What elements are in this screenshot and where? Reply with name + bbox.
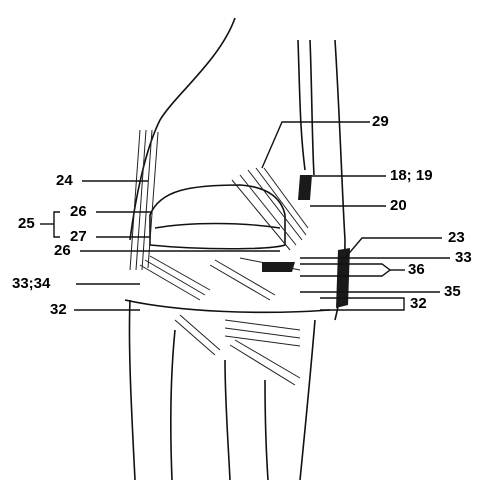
label-24: 24 bbox=[56, 173, 73, 188]
lower-ligament-hatch bbox=[175, 315, 300, 385]
label-33-right: 33 bbox=[455, 250, 472, 265]
label-26-lower: 26 bbox=[54, 243, 71, 258]
label-32-right: 32 bbox=[410, 296, 427, 311]
leader-29 bbox=[262, 122, 370, 168]
patella-outline bbox=[150, 185, 285, 249]
label-27: 27 bbox=[70, 229, 87, 244]
label-25: 25 bbox=[18, 216, 35, 231]
label-23: 23 bbox=[448, 230, 465, 245]
fibula-line-a bbox=[310, 40, 314, 175]
bracket-32-right bbox=[320, 298, 404, 310]
label-33-34: 33;34 bbox=[12, 276, 50, 291]
label-32-left: 32 bbox=[50, 302, 67, 317]
femur-front-outline bbox=[130, 18, 235, 240]
joint-line bbox=[125, 300, 330, 312]
bracket-25 bbox=[54, 212, 60, 237]
cruciate-ligament-hatch bbox=[232, 168, 308, 250]
tibia-mid-line bbox=[171, 330, 175, 480]
tibia-left-outline bbox=[129, 300, 135, 480]
label-36: 36 bbox=[408, 262, 425, 277]
popliteus-dark bbox=[262, 262, 295, 272]
small-tendon-dark bbox=[298, 175, 312, 200]
label-35: 35 bbox=[444, 284, 461, 299]
label-29: 29 bbox=[372, 114, 389, 129]
fibula-lower-b bbox=[265, 380, 268, 480]
tibia-right-outline bbox=[300, 320, 315, 480]
leader-23 bbox=[345, 238, 442, 258]
label-26-upper: 26 bbox=[70, 204, 87, 219]
fibula-lower-a bbox=[225, 360, 230, 480]
label-18-19: 18; 19 bbox=[390, 168, 433, 183]
posterior-tendon-dark bbox=[336, 248, 350, 308]
quad-tendon-hatch bbox=[130, 130, 158, 270]
femur-shaft-right bbox=[298, 40, 305, 170]
patella-inner-line bbox=[155, 224, 280, 229]
label-20: 20 bbox=[390, 198, 407, 213]
